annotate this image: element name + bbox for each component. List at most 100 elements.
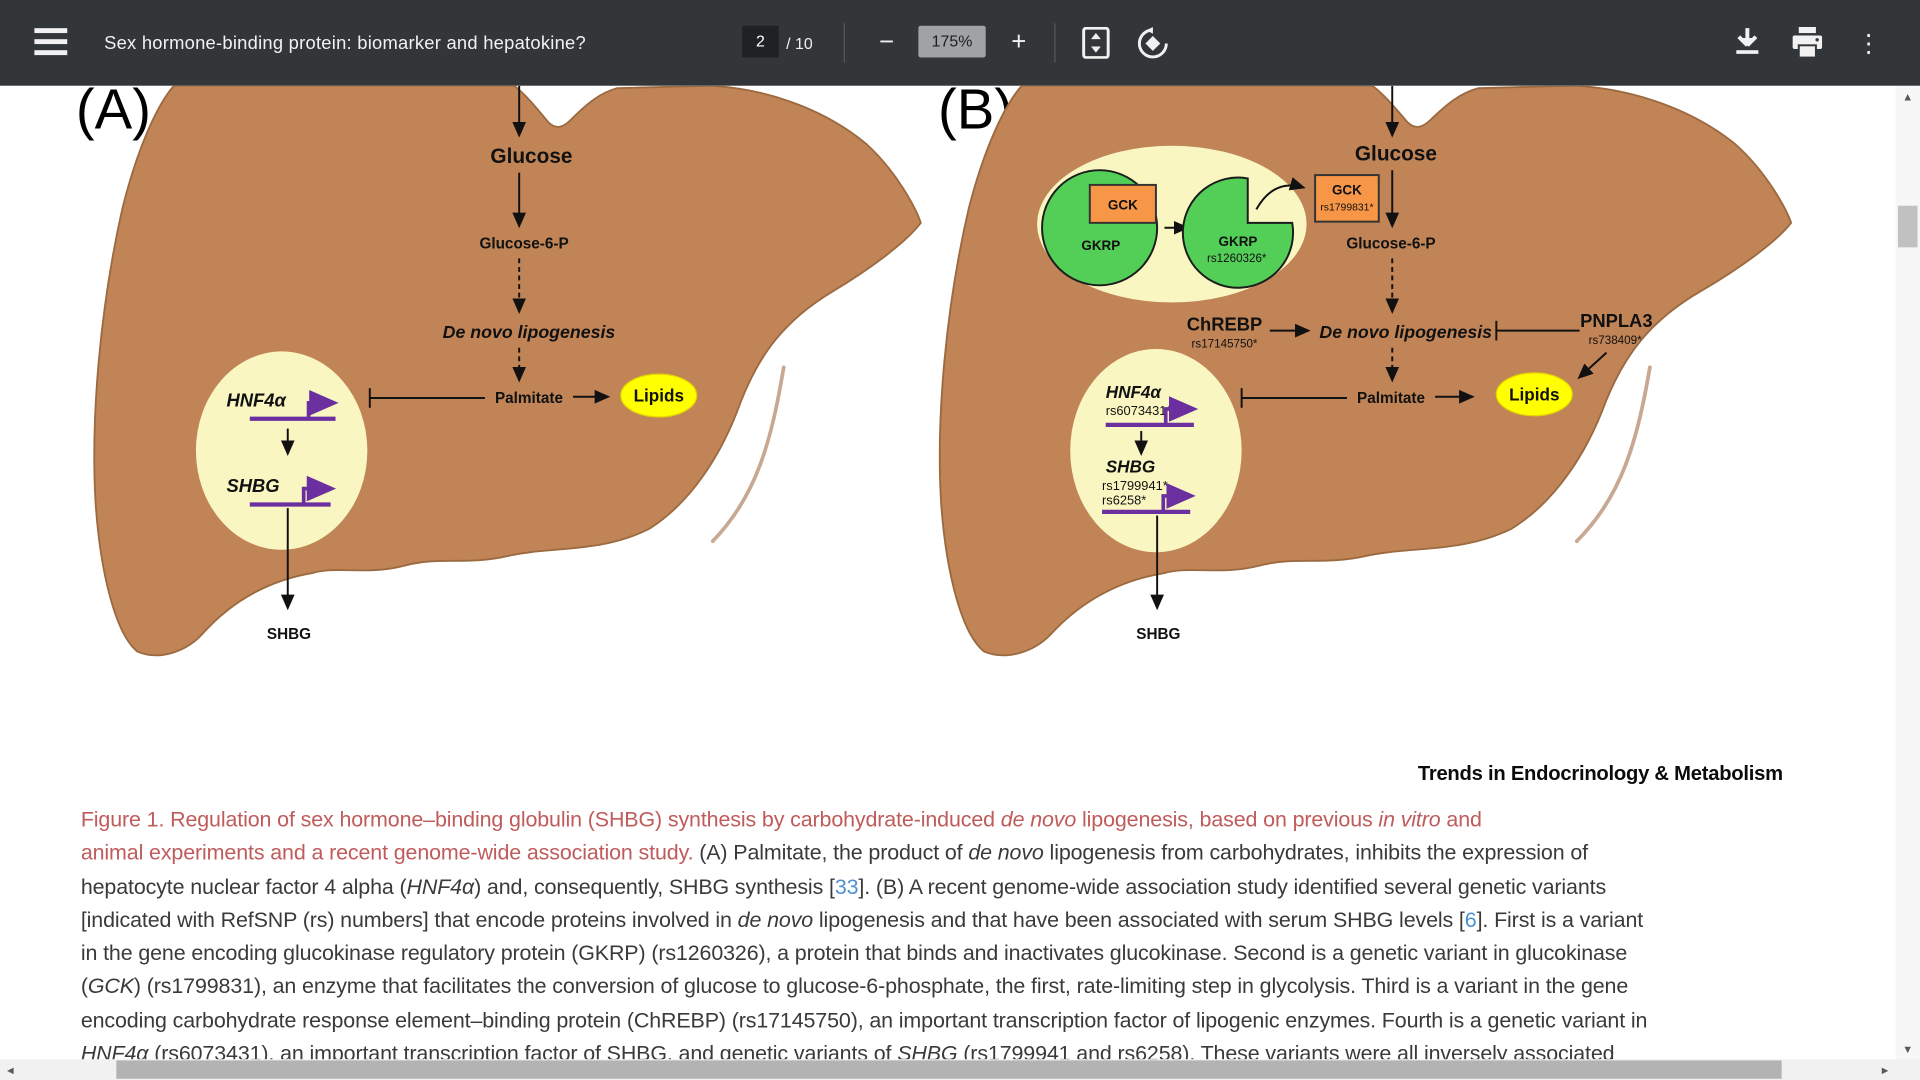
dnl-label-b: De novo lipogenesis: [1319, 322, 1492, 342]
citation-link[interactable]: 33: [834, 873, 859, 899]
caption-text: and: [1440, 806, 1482, 832]
glucose6p-label-a: Glucose-6-P: [479, 236, 568, 253]
pdf-toolbar: Sex hormone-binding protein: biomarker a…: [0, 0, 1920, 86]
caption-text: HNF4α: [406, 873, 475, 899]
liver-crease-b: [1574, 365, 1652, 544]
caption-text: (: [80, 974, 88, 999]
shbg-rs2-label: rs6258*: [1102, 492, 1146, 507]
caption-text: ]. (B) A recent genome-wide association …: [858, 873, 1607, 899]
caption-line: [indicated with RefSNP (rs) numbers] tha…: [81, 904, 1803, 937]
caption-text: encoding carbohydrate response element–b…: [80, 1007, 1648, 1032]
pdf-page-canvas: (A) (B) Glucose Glucose-6-P: [0, 85, 1896, 1080]
gck-rs-label: rs1799831*: [1320, 203, 1373, 214]
glucose-label-a: Glucose: [490, 145, 572, 168]
vertical-scrollbar[interactable]: ▲ ▼: [1895, 85, 1920, 1060]
caption-text: in the gene encoding glucokinase regulat…: [80, 940, 1628, 966]
caption-text: hepatocyte nuclear factor 4 alpha (: [80, 873, 407, 899]
menu-icon[interactable]: [34, 27, 68, 56]
figure-caption: Figure 1. Regulation of sex hormone–bind…: [81, 803, 1803, 1080]
hnf4a-gene-label-b: HNF4α: [1106, 382, 1163, 402]
gkrp-free-shape: [1181, 176, 1295, 289]
gck-bound-label: GCK: [1108, 197, 1138, 212]
shbg-gene-label-a: SHBG: [227, 475, 280, 496]
caption-text: [indicated with RefSNP (rs) numbers] tha…: [80, 907, 738, 932]
shbg-secreted-label-a: SHBG: [267, 626, 311, 643]
caption-text: de novo: [737, 907, 814, 932]
more-options-icon[interactable]: ⋮: [1856, 30, 1881, 57]
caption-text: (A) Palmitate, the product of: [699, 840, 969, 865]
palmitate-label-b: Palmitate: [1357, 390, 1425, 407]
fit-to-page-icon[interactable]: [1078, 24, 1115, 61]
toolbar-divider: [843, 23, 845, 63]
liver-shape-b: [938, 85, 1793, 657]
page-count-label: / 10: [786, 33, 813, 53]
lipids-ellipse-a: [620, 373, 698, 418]
figure-panel-a: Glucose Glucose-6-P De novo lipogenesis …: [93, 85, 922, 657]
gkrp-rs-label: rs1260326*: [1207, 252, 1267, 265]
print-icon[interactable]: [1789, 24, 1826, 61]
caption-text: in vitro: [1378, 806, 1441, 832]
vertical-scroll-thumb[interactable]: [1897, 205, 1918, 248]
caption-text: animal experiments and a recent genome-w…: [80, 840, 700, 865]
zoom-out-button[interactable]: −: [864, 21, 908, 65]
gck-free-box: [1314, 174, 1380, 223]
scroll-right-icon[interactable]: ►: [1879, 1063, 1891, 1076]
gck-free-label: GCK: [1332, 183, 1362, 198]
caption-line: (GCK) (rs1799831), an enzyme that facili…: [81, 970, 1803, 1003]
caption-line: Figure 1. Regulation of sex hormone–bind…: [81, 803, 1803, 836]
palmitate-label-a: Palmitate: [495, 390, 563, 407]
download-icon[interactable]: [1729, 24, 1766, 61]
scroll-down-icon[interactable]: ▼: [1902, 1042, 1914, 1055]
chrebp-rs-label: rs17145750*: [1192, 338, 1258, 351]
caption-line: in the gene encoding glucokinase regulat…: [81, 937, 1803, 970]
pnpla3-rs-label: rs738409*: [1589, 334, 1642, 347]
liver-crease-a: [710, 365, 786, 544]
rotate-icon[interactable]: [1134, 24, 1171, 61]
gck-bound-box: [1088, 183, 1157, 224]
dnl-label-a: De novo lipogenesis: [443, 322, 616, 342]
caption-text: GCK: [87, 974, 134, 999]
figure-panel-b: GCK GKRP GKRP rs1260326* GCK rs1799831* …: [938, 85, 1793, 657]
caption-text: de novo: [1000, 806, 1077, 832]
hnf4a-rs-label: rs6073431*: [1106, 403, 1172, 418]
panel-a-label: (A): [75, 85, 152, 141]
caption-text: Figure 1. Regulation of sex hormone–bind…: [80, 806, 1001, 832]
caption-text: ) and, consequently, SHBG synthesis [: [474, 873, 835, 899]
caption-text: lipogenesis from carbohydrates, inhibits…: [1043, 840, 1589, 865]
journal-credit: Trends in Endocrinology & Metabolism: [1417, 762, 1783, 785]
gkrp-bound-label: GKRP: [1081, 238, 1120, 253]
glucose6p-label-b: Glucose-6-P: [1346, 236, 1435, 253]
shbg-gene-label-b: SHBG: [1106, 457, 1155, 477]
toolbar-divider: [1054, 23, 1056, 63]
horizontal-scroll-thumb[interactable]: [116, 1060, 1782, 1079]
shbg-rs1-label: rs1799941*: [1102, 478, 1168, 493]
caption-text: ]. First is a variant: [1476, 907, 1644, 932]
lipids-label-a: Lipids: [634, 386, 684, 406]
scrollbar-corner: [1895, 1059, 1920, 1080]
caption-text: ) (rs1799831), an enzyme that facilitate…: [133, 974, 1629, 999]
caption-line: hepatocyte nuclear factor 4 alpha (HNF4α…: [81, 870, 1803, 903]
hnf4a-gene-label-a: HNF4α: [227, 390, 288, 411]
page-number-input[interactable]: 2: [742, 25, 779, 58]
zoom-in-button[interactable]: +: [997, 21, 1041, 65]
nucleus-a: [195, 351, 368, 550]
lipids-label-b: Lipids: [1509, 384, 1559, 404]
scroll-left-icon[interactable]: ◄: [4, 1063, 16, 1076]
caption-text: de novo: [968, 840, 1044, 865]
horizontal-scrollbar[interactable]: ◄ ►: [0, 1059, 1896, 1080]
lipids-ellipse-b: [1495, 372, 1573, 417]
caption-text: lipogenesis, based on previous: [1076, 806, 1379, 832]
caption-text: lipogenesis and that have been associate…: [813, 907, 1465, 932]
zoom-level-input[interactable]: 175%: [918, 25, 986, 58]
caption-line: animal experiments and a recent genome-w…: [81, 837, 1803, 870]
liver-shape-a: [93, 85, 922, 657]
nucleus-b: [1070, 348, 1242, 553]
scroll-up-icon[interactable]: ▲: [1902, 90, 1914, 103]
gkrp-free-label: GKRP: [1219, 234, 1258, 249]
document-title: Sex hormone-binding protein: biomarker a…: [104, 32, 586, 54]
pnpla3-label: PNPLA3: [1580, 310, 1652, 331]
chrebp-label: ChREBP: [1187, 314, 1262, 335]
caption-line: encoding carbohydrate response element–b…: [81, 1004, 1803, 1037]
citation-link[interactable]: 6: [1464, 907, 1477, 932]
